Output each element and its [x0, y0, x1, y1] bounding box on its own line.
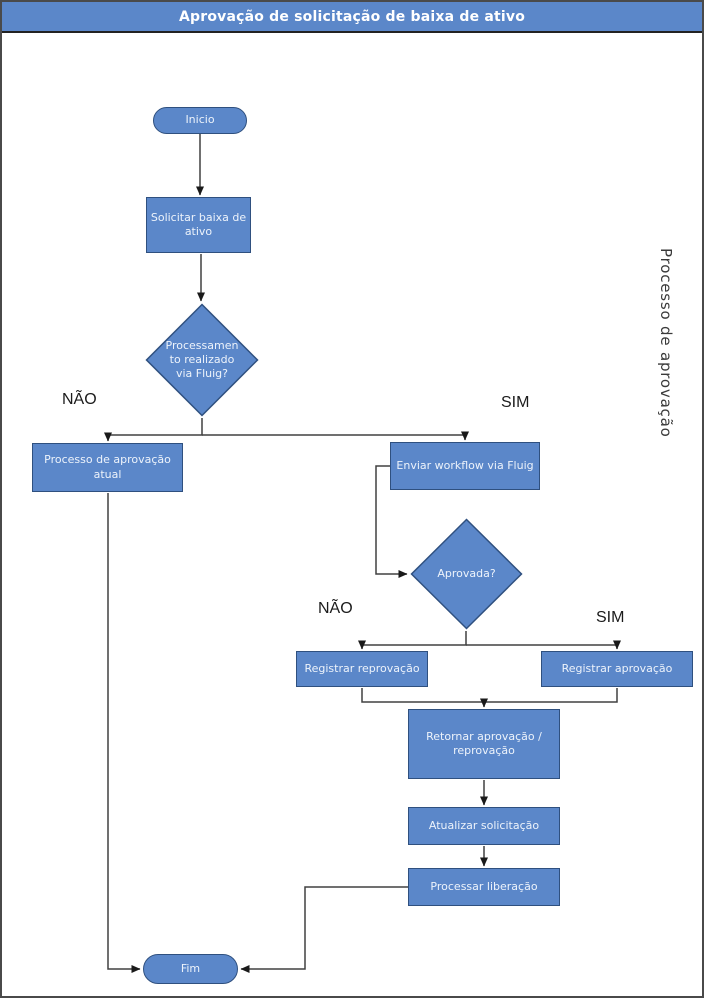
edge-aprovada-nao-to-registrar-reprovacao	[358, 631, 467, 650]
page-title: Aprovação de solicitação de baixa de ati…	[178, 8, 526, 25]
node-label: Fim	[180, 961, 201, 975]
decision-aprovada: Aprovada?	[410, 518, 523, 630]
edge-merge-registrar	[361, 688, 618, 703]
node-label: Retornar aprovação / reprovação	[426, 729, 542, 757]
process-atualizar-solicitacao: Atualizar solicitação	[408, 807, 560, 845]
process-processo-aprovacao-atual: Processo de aprovação atual	[32, 443, 183, 492]
diamond-shape	[145, 303, 259, 417]
title-bar: Aprovação de solicitação de baixa de ati…	[2, 2, 702, 33]
edge-label-sim-2: SIM	[596, 609, 625, 626]
node-label: Processo de aprovação atual	[44, 453, 171, 481]
node-label: Aprovada?	[437, 566, 496, 580]
process-solicitar-baixa: Solicitar baixa de ativo	[146, 197, 251, 253]
node-label: Registrar aprovação	[561, 661, 673, 675]
edge-decisao-sim-to-enviar	[202, 431, 469, 441]
node-label: Atualizar solicitação	[428, 818, 540, 832]
node-label: Solicitar baixa de ativo	[150, 210, 247, 238]
edge-enviar-to-aprovada	[375, 465, 408, 578]
node-label: Registrar reprovação	[304, 661, 420, 675]
node-label: Inicio	[185, 113, 215, 127]
lane-label: Processo de aprovação	[657, 248, 675, 438]
edge-processo-atual-to-fim	[107, 493, 141, 973]
process-retornar-aprovacao-reprovacao: Retornar aprovação / reprovação	[408, 709, 560, 779]
decision-processamento-fluig: Processamen to realizado via Fluig?	[145, 303, 259, 417]
edge-label-sim-1: SIM	[501, 394, 530, 411]
process-enviar-workflow: Enviar workflow via Fluig	[390, 442, 540, 490]
node-label: Processar liberação	[430, 879, 538, 893]
process-registrar-reprovacao: Registrar reprovação	[296, 651, 428, 687]
edge-decisao-nao-to-processo-atual	[104, 418, 203, 442]
start-node: Inicio	[153, 107, 247, 134]
process-registrar-aprovacao: Registrar aprovação	[541, 651, 693, 687]
end-node: Fim	[143, 954, 238, 984]
process-processar-liberacao: Processar liberação	[408, 868, 560, 906]
edge-aprovada-sim-to-registrar-aprovacao	[466, 640, 621, 650]
edge-label-nao-1: NÃO	[62, 391, 97, 408]
edge-label-nao-2: NÃO	[318, 600, 353, 617]
diamond-shape	[410, 518, 523, 630]
node-label: Processamen to realizado via Fluig?	[165, 338, 239, 381]
edge-processar-to-fim	[240, 886, 408, 973]
node-label: Enviar workflow via Fluig	[396, 458, 534, 472]
